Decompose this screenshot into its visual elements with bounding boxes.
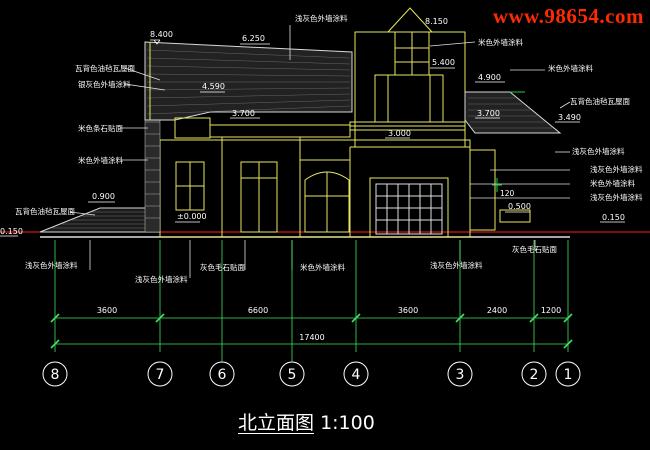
level-text: 8.150 (425, 17, 448, 26)
main-roof (144, 41, 353, 121)
level-text: 3.000 (388, 129, 411, 138)
callout: 米色外墙涂料 (78, 155, 123, 165)
right-wing (469, 149, 531, 231)
callout: 浅灰色外墙涂料 (25, 260, 78, 270)
callout: 浅灰色外墙涂料 (572, 146, 625, 156)
elevation-labels: 8.400 6.250 5.400 4.900 4.590 3.700 3.70… (0, 17, 625, 236)
axis-label: 2 (530, 367, 539, 383)
level-text: 6.250 (242, 34, 265, 43)
callout: 瓦背色油毡瓦屋面 (570, 96, 630, 106)
callout: 浅灰色外墙涂料 (430, 260, 483, 270)
callout: 灰色毛石贴面 (512, 244, 557, 254)
axis-labels: 8 7 6 5 4 3 2 1 (51, 367, 573, 383)
callout: 120 (500, 189, 515, 198)
dimension-lines (50, 240, 573, 352)
dimension-segment: 6600 (248, 306, 268, 315)
callout: 浅灰色外墙涂料 (590, 192, 643, 202)
drawing-scale: 1:100 (320, 412, 375, 434)
axis-label: 6 (218, 367, 227, 383)
axis-stems (221, 240, 293, 362)
level-text: 3.700 (232, 109, 255, 118)
axis-label: 1 (564, 367, 573, 383)
callout: 瓦背色油毡瓦屋面 (15, 206, 75, 216)
main-walls (159, 136, 471, 238)
tower (349, 7, 470, 237)
level-text: 4.590 (202, 82, 225, 91)
site-watermark: www.98654.com (492, 4, 644, 28)
callout: 银灰色外墙涂料 (78, 79, 131, 89)
level-text: 5.400 (432, 58, 455, 67)
windows (175, 161, 278, 233)
garage-door (369, 177, 449, 238)
level-text: 0.150 (0, 227, 23, 236)
axis-label: 7 (156, 367, 165, 383)
callout: 浅灰色外墙涂料 (590, 164, 643, 174)
level-markers (0, 39, 625, 237)
axis-label: 8 (51, 367, 60, 383)
axis-label: 5 (288, 367, 297, 383)
callout: 米色外墙涂料 (300, 262, 345, 272)
level-text: ±0.000 (177, 212, 207, 221)
callout: 米色外墙涂料 (478, 37, 523, 47)
dimension-segment: 2400 (487, 306, 507, 315)
axis-label: 3 (456, 367, 465, 383)
drawing-title: 北立面图 1:100 (238, 408, 375, 435)
dimension-total: 17400 (299, 333, 324, 342)
dimension-segment: 1200 (541, 306, 561, 315)
dimension-segment: 3600 (398, 306, 418, 315)
level-text: 3.700 (477, 109, 500, 118)
right-roof (464, 91, 562, 134)
callout: 灰色毛石贴面 (200, 262, 245, 272)
entry-door (304, 171, 350, 233)
callout: 米色外墙涂料 (590, 178, 635, 188)
level-text: 3.490 (558, 113, 581, 122)
axis-label: 4 (352, 367, 361, 383)
callout: 浅灰色外墙涂料 (135, 274, 188, 284)
level-text: 0.900 (92, 192, 115, 201)
callout: 米色外墙涂料 (548, 63, 593, 73)
callout: 瓦背色油毡瓦屋面 (75, 63, 135, 73)
callout: 米色条石贴面 (78, 123, 123, 133)
material-callouts: 瓦背色油毡瓦屋面 银灰色外墙涂料 米色条石贴面 米色外墙涂料 瓦背色油毡瓦屋面 … (15, 13, 643, 284)
level-text: 8.400 (150, 30, 173, 39)
level-text: 0.500 (508, 202, 531, 211)
level-text: 4.900 (478, 73, 501, 82)
section-marks (492, 91, 525, 192)
dimension-labels: 3600 6600 3600 2400 1200 17400 (97, 306, 561, 342)
dimension-segment: 3600 (97, 306, 117, 315)
callout: 浅灰色外墙涂料 (295, 13, 348, 23)
drawing-title-name: 北立面图 (238, 412, 315, 434)
level-text: 0.150 (602, 213, 625, 222)
axis-bubbles (42, 361, 581, 387)
eave-band (174, 117, 351, 139)
